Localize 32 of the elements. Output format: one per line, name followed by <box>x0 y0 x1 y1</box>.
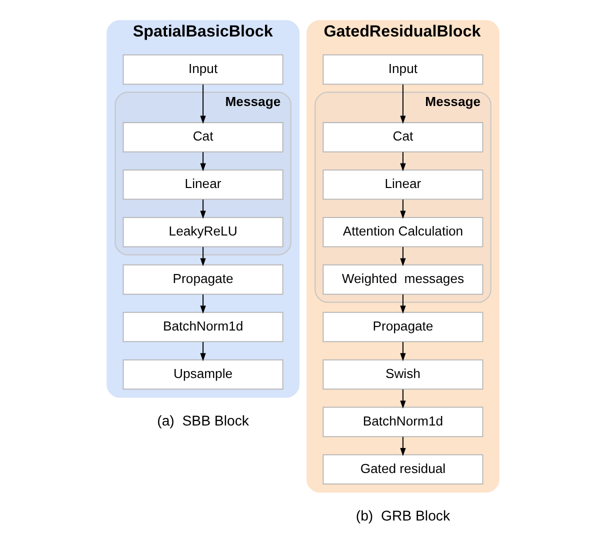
node-box: BatchNorm1d <box>122 312 284 342</box>
arrow <box>400 247 406 266</box>
node-label: (b) GRB Block <box>356 508 450 524</box>
node-box: Input <box>322 54 484 85</box>
arrow <box>200 84 206 124</box>
node-box: Linear <box>122 170 284 200</box>
node-box: Propagate <box>122 264 284 295</box>
node-box: Weighted messages <box>322 264 484 295</box>
arrow <box>200 247 206 266</box>
node-box: Gated residual <box>322 454 484 485</box>
node-box: Swish <box>322 359 484 390</box>
arrow <box>400 342 406 362</box>
arrow <box>200 294 206 314</box>
node-box: Cat <box>322 122 484 152</box>
node-box: Propagate <box>322 312 484 342</box>
arrow <box>200 342 206 362</box>
node-box: Attention Calculation <box>322 216 484 248</box>
node-box: Upsample <box>122 359 284 390</box>
node-box: Linear <box>322 170 484 200</box>
arrow <box>200 200 206 219</box>
node-label: (a) SBB Block <box>157 412 249 429</box>
arrow <box>400 84 406 124</box>
node-box: Cat <box>122 122 284 152</box>
node-box: LeakyReLU <box>122 216 284 248</box>
arrow <box>400 436 406 456</box>
arrow <box>200 152 206 172</box>
node-box: Input <box>122 54 284 85</box>
node-box: BatchNorm1d <box>322 406 484 438</box>
arrow <box>400 152 406 172</box>
arrow <box>400 294 406 314</box>
arrow <box>400 389 406 409</box>
arrow <box>400 200 406 219</box>
